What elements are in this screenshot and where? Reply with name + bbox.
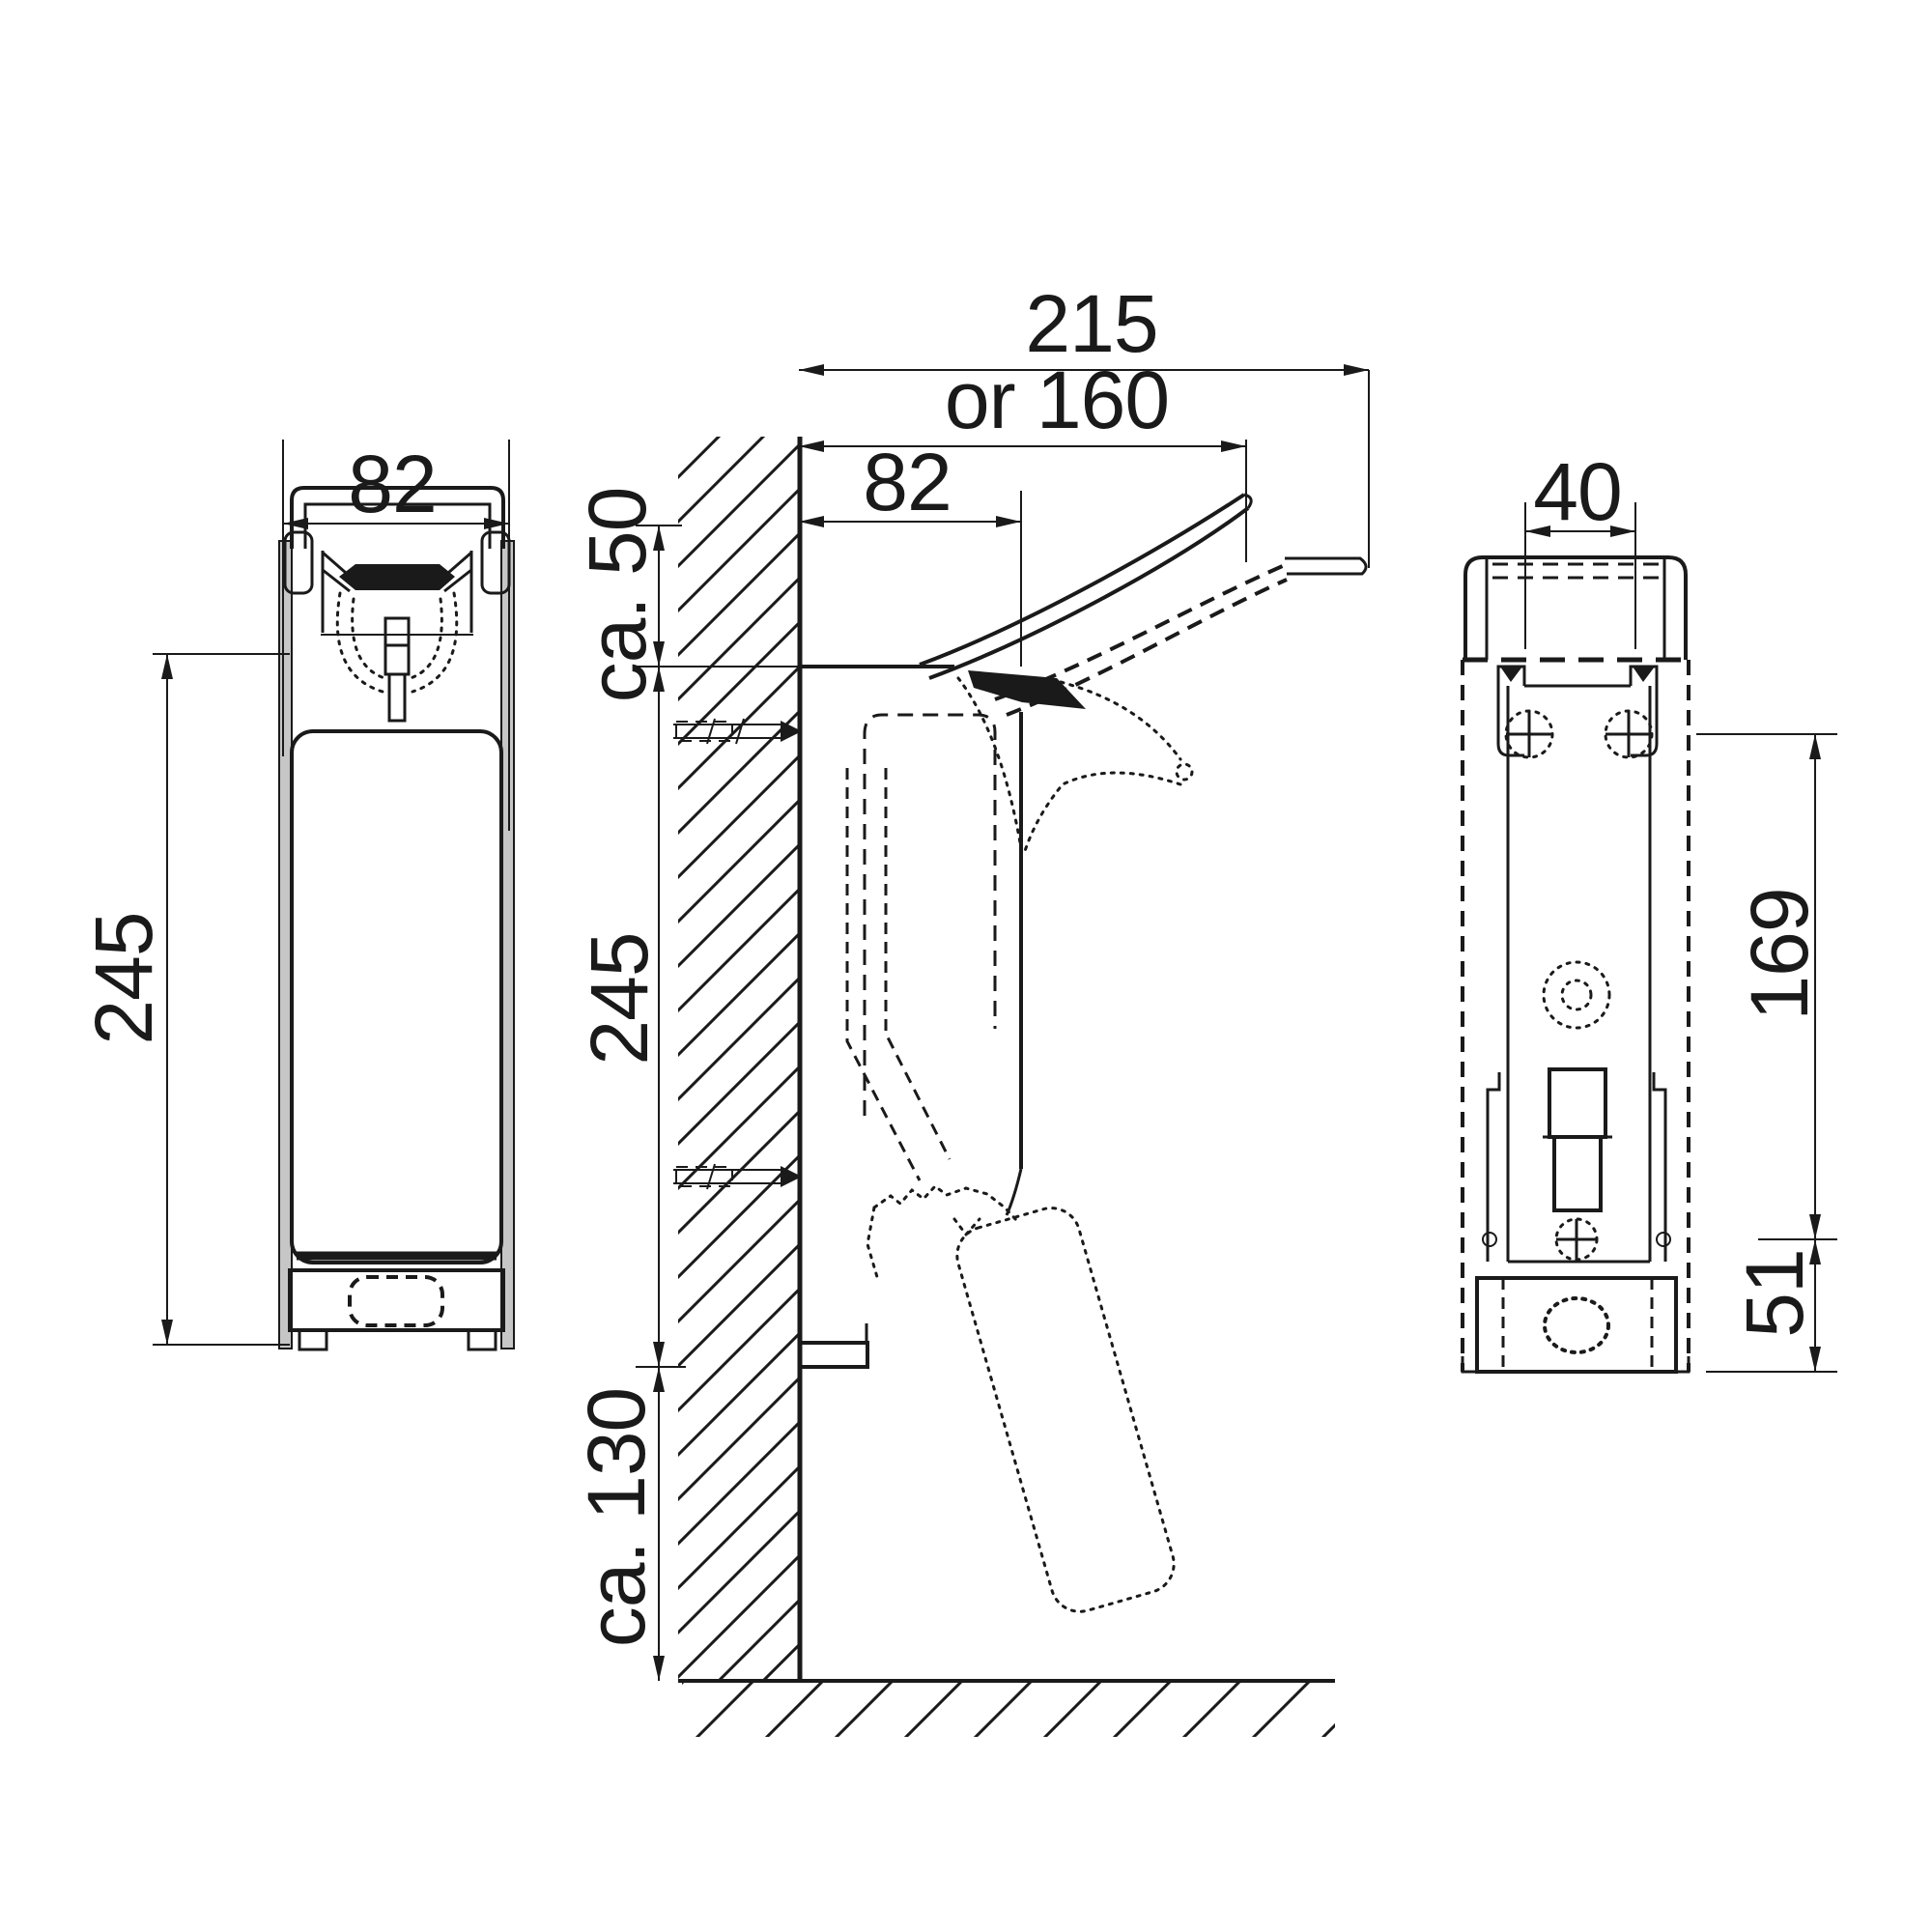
rear-lever-bracket	[1463, 555, 1688, 660]
front-width-label: 82	[348, 439, 436, 529]
pump-tube-dashed-2	[884, 768, 952, 1160]
rear-51-label: 51	[1729, 1249, 1820, 1337]
front-bottle	[290, 729, 503, 1264]
side-dim-245: 245	[574, 666, 798, 1368]
side-bottom-lip	[798, 1341, 869, 1369]
side-245-label: 245	[574, 932, 665, 1065]
rear-keyhole-slot	[1543, 1067, 1612, 1212]
front-dim-height: 245	[78, 653, 290, 1346]
rear-left-lower-bracket	[1486, 1072, 1501, 1262]
front-pump-assembly	[321, 551, 473, 723]
removed-bottle-dotted	[866, 1183, 1176, 1613]
side-215-label: 215	[1025, 278, 1157, 369]
rear-left-screw	[1504, 709, 1554, 759]
rear-bottom-holder	[1475, 1276, 1678, 1374]
rear-view: 40 169 51	[1461, 446, 1837, 1374]
front-bottom-holder	[288, 1268, 505, 1351]
wall-hatching	[678, 437, 800, 1681]
front-right-foot	[467, 1328, 497, 1351]
side-dim-ca50: ca. 50	[572, 488, 682, 703]
lever-pivot-black	[968, 670, 1086, 709]
rear-holder-hole	[1543, 1296, 1610, 1354]
side-view: 215 or 160 82 ca. 50	[571, 278, 1370, 1737]
rear-mounting-plate	[1506, 684, 1652, 1264]
side-depth-label: 82	[863, 437, 951, 527]
side-ca130-label: ca. 130	[571, 1388, 662, 1648]
rear-40-label: 40	[1533, 446, 1621, 537]
side-160-label: or 160	[945, 355, 1169, 445]
front-view: 82 245	[78, 439, 515, 1351]
rear-dim-169: 169	[1696, 733, 1837, 1240]
rear-top-clips	[1496, 665, 1659, 757]
front-nozzle-black	[339, 564, 455, 590]
side-housing	[798, 665, 1086, 1369]
front-left-latch	[283, 530, 314, 595]
rear-169-label: 169	[1734, 888, 1825, 1020]
rear-right-pin-hole	[1656, 1232, 1671, 1247]
side-ca50-label: ca. 50	[572, 488, 663, 703]
rear-right-lower-bracket	[1652, 1072, 1667, 1262]
upper-wall-screw	[673, 718, 802, 745]
rear-left-pin-hole	[1482, 1232, 1497, 1247]
rear-dim-51: 51	[1706, 1239, 1837, 1373]
side-dim-160: or 160	[799, 355, 1247, 562]
rear-center-hole	[1542, 960, 1611, 1030]
front-height-label: 245	[78, 912, 169, 1044]
rear-dim-40: 40	[1524, 446, 1636, 649]
side-dim-depth: 82	[799, 437, 1022, 667]
side-nozzle-dotted	[956, 676, 1194, 856]
rear-right-screw	[1604, 709, 1654, 759]
front-holder-hole	[348, 1275, 444, 1327]
side-dim-215: 215	[799, 278, 1370, 568]
lower-wall-screw	[673, 1163, 802, 1190]
hidden-bottle-outline	[863, 713, 997, 1116]
front-dim-width: 82	[282, 439, 510, 831]
side-dim-ca130: ca. 130	[571, 1367, 665, 1681]
rear-lower-screw	[1554, 1217, 1599, 1262]
floor-hatching	[682, 1683, 1335, 1737]
lever-pressed-position	[994, 556, 1368, 717]
pump-tube-dashed-1	[845, 768, 922, 1181]
front-left-foot	[298, 1328, 328, 1351]
